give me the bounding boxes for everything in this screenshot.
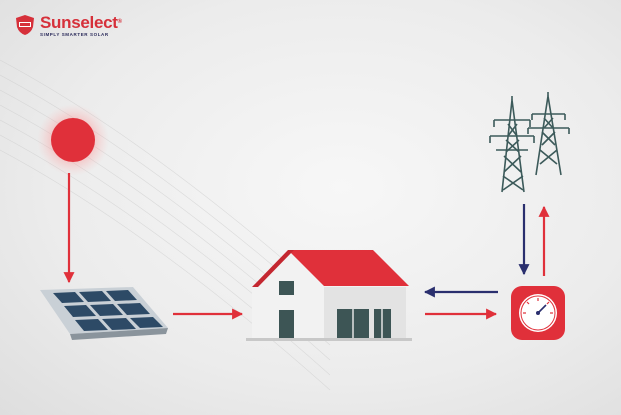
shield-badge-icon bbox=[16, 15, 34, 35]
power-tower-icon bbox=[489, 92, 570, 193]
sun-icon bbox=[37, 104, 109, 176]
solar-panel-icon bbox=[40, 287, 168, 340]
flow-arrows bbox=[63, 173, 550, 320]
brand-logo[interactable]: Sunselect® SIMPLY SMARTER SOLAR bbox=[14, 14, 122, 37]
meter-icon bbox=[511, 286, 565, 340]
house-icon bbox=[246, 250, 412, 341]
brand-name: Sunselect® bbox=[40, 13, 122, 32]
brand-tagline: SIMPLY SMARTER SOLAR bbox=[40, 32, 109, 37]
